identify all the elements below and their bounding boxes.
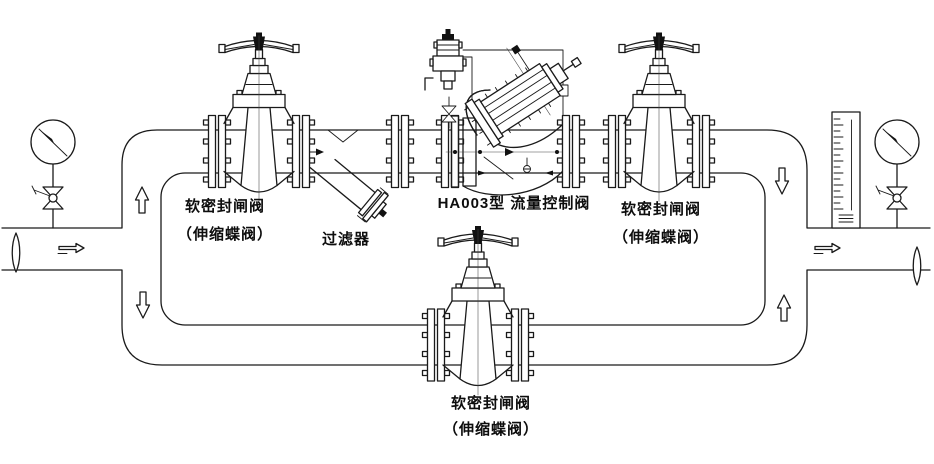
pressure-gauge-right: [874, 119, 920, 229]
y-strainer: [305, 114, 415, 223]
label-gate-valve-bypass-line1: 软密封闸阀: [450, 395, 531, 412]
gate-valve-left: [204, 33, 315, 202]
down-arrow-left: [135, 291, 151, 319]
label-gate-valve-left-line1: 软密封闸阀: [184, 198, 265, 215]
valve-flow-arrow: [505, 148, 514, 156]
pressure-gauge-left: [30, 119, 76, 229]
down-arrow-right: [774, 167, 790, 195]
inlet-flow-arrow: [58, 242, 85, 254]
flow-control-valve: [424, 29, 586, 196]
label-gate-valve-left-line2: （伸缩蝶阀）: [176, 226, 273, 243]
strainer-flow-arrow: [316, 148, 324, 156]
label-strainer: 过滤器: [321, 231, 370, 248]
label-gate-valve-right-line2: （伸缩蝶阀）: [612, 229, 709, 246]
label-control-valve: HA003型 流量控制阀: [437, 195, 591, 212]
pipe-break-left: [11, 232, 21, 273]
up-arrow-left: [134, 186, 150, 214]
level-gauge: [831, 111, 861, 229]
pipe-break-right: [912, 246, 922, 286]
outlet-flow-arrow: [814, 242, 841, 254]
flow-arrows: [57, 167, 841, 322]
pilot-valve: [429, 29, 467, 90]
gate-valve-bypass: [423, 226, 534, 395]
gate-valve-right: [604, 33, 715, 202]
label-gate-valve-right-line1: 软密封闸阀: [620, 201, 701, 218]
up-arrow-right: [776, 294, 792, 322]
pilot-tubing: [424, 49, 569, 129]
valve-actuator: [464, 44, 582, 148]
label-gate-valve-bypass-line2: （伸缩蝶阀）: [442, 421, 539, 438]
